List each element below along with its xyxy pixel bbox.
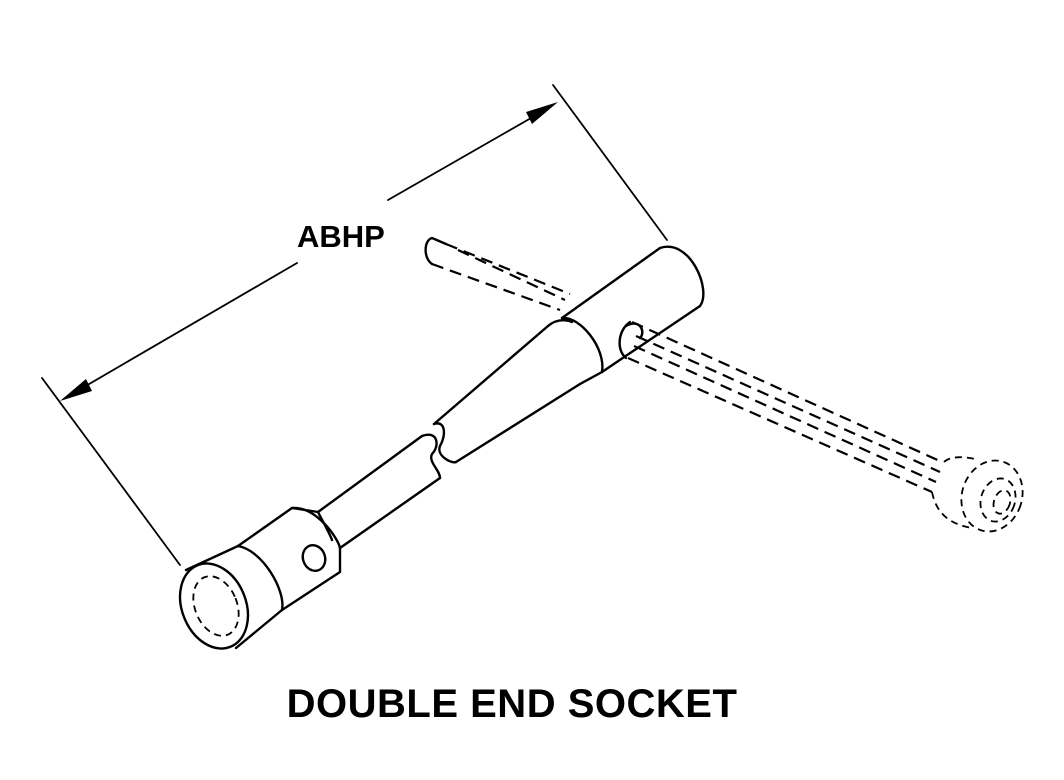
caption: DOUBLE END SOCKET	[286, 682, 738, 726]
arrowhead-right	[526, 102, 558, 124]
cross-pin-hole	[301, 544, 327, 572]
socket-bar	[316, 245, 705, 550]
socket-face	[178, 562, 250, 650]
left-socket	[178, 506, 342, 650]
dimension-label: ABHP	[297, 219, 385, 254]
socket-opening	[192, 575, 240, 637]
dimension-line: ABHP	[60, 102, 558, 401]
t-handle-phantom	[424, 236, 1024, 533]
extension-lines	[41, 84, 668, 566]
arrowhead-left	[60, 379, 92, 401]
